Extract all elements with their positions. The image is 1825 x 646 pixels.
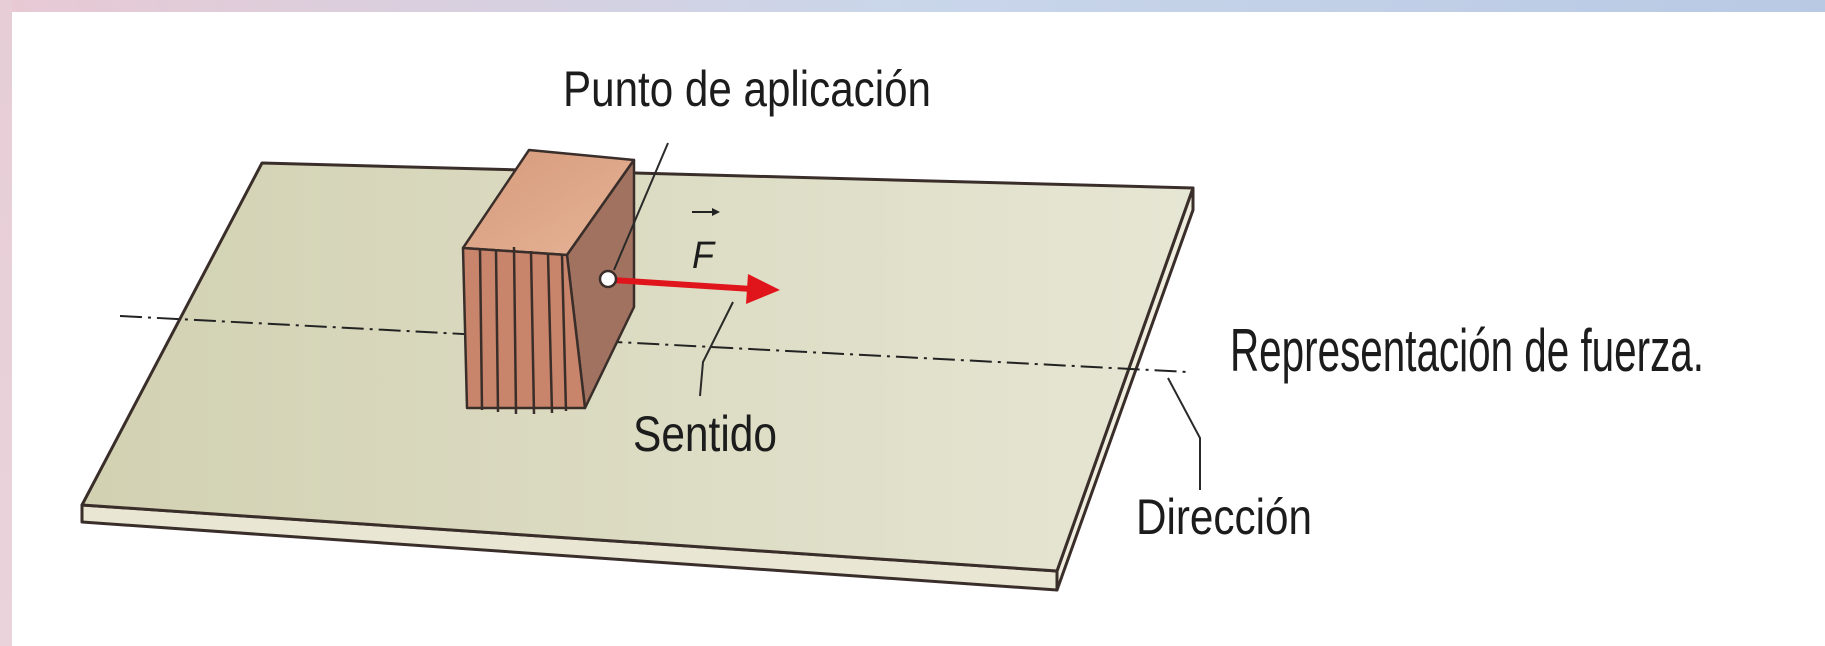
frame-left-band	[0, 0, 12, 646]
application-point-marker	[598, 269, 618, 289]
brick-groove-3	[512, 246, 518, 415]
force-symbol-vector-arrowhead	[712, 208, 720, 216]
force-arrow-head	[746, 274, 780, 304]
direction-leader	[1167, 377, 1201, 490]
frame-top-band	[0, 0, 1825, 12]
brick	[461, 148, 636, 415]
brick-front-face	[461, 246, 587, 410]
brick-groove-1	[478, 248, 484, 411]
brick-groove-2	[494, 249, 500, 413]
application-point-leader	[613, 142, 669, 271]
force-arrow	[611, 277, 753, 292]
force-symbol-label: F	[692, 235, 716, 277]
board	[80, 161, 1195, 592]
brick-groove-5	[546, 253, 554, 414]
direction-label: Dirección	[1136, 489, 1312, 545]
board-top-surface	[80, 161, 1195, 573]
application-point-label: Punto de aplicación	[563, 61, 931, 117]
brick-groove-4	[529, 250, 536, 415]
sense-label: Sentido	[633, 406, 777, 462]
diagram-caption: Representación de fuerza.	[1230, 317, 1704, 384]
sense-leader	[699, 301, 734, 397]
brick-groove-6	[560, 254, 568, 412]
direction-line	[119, 315, 1189, 373]
